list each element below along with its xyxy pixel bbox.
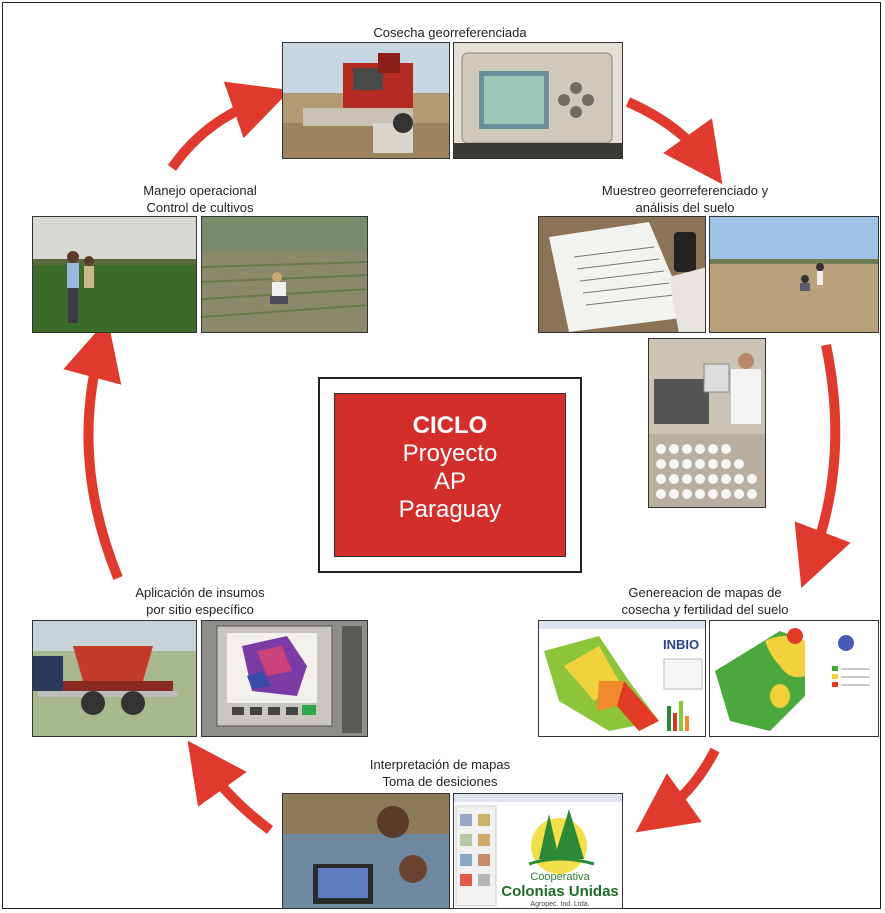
photo-soil-lab <box>648 338 766 508</box>
photo-yield-map-software: INBIO <box>538 620 706 737</box>
label-maps: Genereacion de mapas de cosecha y fertil… <box>585 584 825 618</box>
label-sampling-line2: análisis del suelo <box>635 200 735 215</box>
center-line1: Proyecto <box>402 440 498 467</box>
label-application-line1: Aplicación de insumos <box>135 585 265 600</box>
label-sampling-line1: Muestreo georreferenciado y <box>601 183 769 198</box>
center-line2: AP <box>433 468 466 495</box>
label-management-line1: Manejo operacional <box>143 183 257 198</box>
label-application-line2: por sitio específico <box>146 602 254 617</box>
photo-cooperative-software: Cooperativa Colonias Unidas Agropec. Ind… <box>453 793 623 909</box>
photo-soil-sampling <box>709 216 879 333</box>
center-box: CICLO Proyecto AP Paraguay <box>318 377 582 573</box>
label-harvest: Cosecha georreferenciada <box>330 24 570 41</box>
photo-spreader <box>32 620 197 737</box>
photo-crop-inspection <box>201 216 368 333</box>
label-maps-line2: cosecha y fertilidad del suelo <box>621 602 789 617</box>
label-management-line2: Control de cultivos <box>146 200 254 215</box>
label-application: Aplicación de insumos por sitio específi… <box>100 584 300 618</box>
photo-combine-harvester <box>282 42 450 159</box>
center-title: CICLO <box>412 412 488 439</box>
arrow-harvest-to-sampling <box>625 97 723 185</box>
photo-fertility-map <box>709 620 879 737</box>
label-interpretation: Interpretación de mapas Toma de desicion… <box>340 756 540 790</box>
arrow-application-to-management <box>63 319 123 580</box>
label-interpretation-line1: Interpretación de mapas <box>369 757 511 772</box>
label-harvest-line1: Cosecha georreferenciada <box>373 25 527 40</box>
arrow-management-to-harvest <box>167 81 291 171</box>
photo-field-consultation <box>32 216 197 333</box>
logo-line1: Cooperativa <box>530 871 590 883</box>
arrow-sampling-to-maps <box>794 343 851 589</box>
label-management: Manejo operacional Control de cultivos <box>110 182 290 216</box>
logo-line2: Colonias Unidas <box>501 883 619 900</box>
map-brand: INBIO <box>663 637 699 652</box>
photo-yield-monitor <box>453 42 623 159</box>
label-maps-line1: Genereacion de mapas de <box>628 585 782 600</box>
photo-field-notebook <box>538 216 706 333</box>
arrow-maps-to-interpretation <box>635 747 720 833</box>
logo-line3: Agropec. Ind. Ltda. <box>530 901 589 908</box>
center-line3: Paraguay <box>398 496 502 523</box>
photo-variable-rate-display <box>201 620 368 737</box>
label-interpretation-line2: Toma de desiciones <box>382 774 498 789</box>
photo-map-analysis <box>282 793 450 909</box>
label-sampling: Muestreo georreferenciado y análisis del… <box>580 182 790 216</box>
center-title-panel: CICLO Proyecto AP Paraguay <box>334 393 566 557</box>
arrow-interpretation-to-application <box>187 740 274 834</box>
